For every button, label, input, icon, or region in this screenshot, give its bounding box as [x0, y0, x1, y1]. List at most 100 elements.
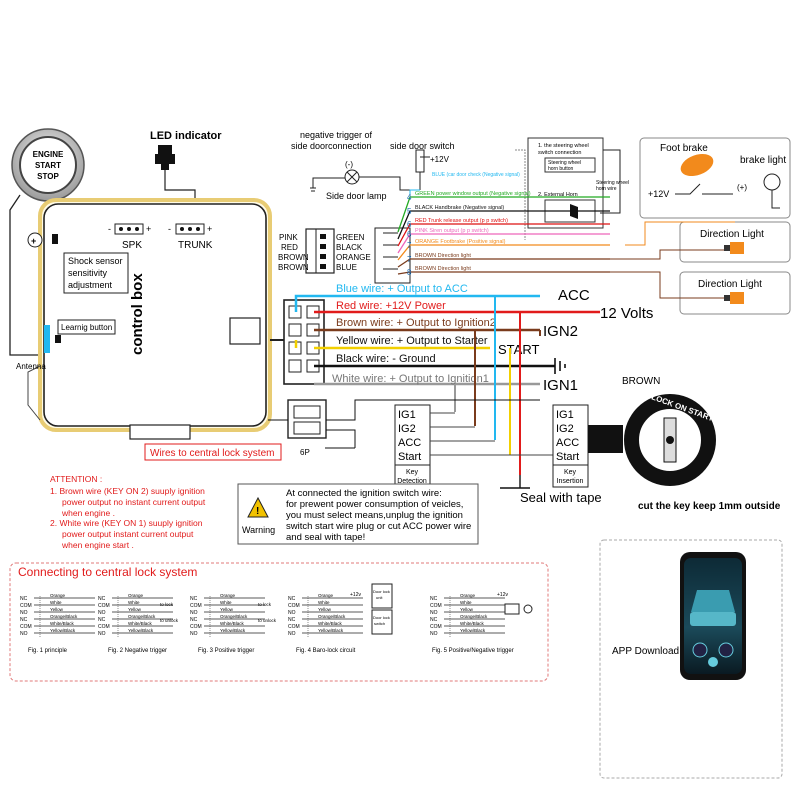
svg-text:IG2: IG2	[398, 423, 416, 435]
svg-text:ACC: ACC	[556, 437, 579, 449]
wire-color-label: Orange/Black	[50, 614, 78, 619]
wire-color-label: White/Black	[318, 621, 343, 626]
wire-color-label: White	[50, 600, 62, 605]
pin-label: NO	[20, 610, 28, 616]
svg-text:+12V: +12V	[430, 155, 450, 164]
wire-color-label: Orange	[318, 593, 334, 598]
warning-box: ! Warning At connected the ignition swit…	[237, 483, 479, 545]
svg-text:GREEN: GREEN	[336, 233, 365, 242]
svg-text:switch connection: switch connection	[538, 150, 581, 156]
side-door-lamp-label: Side door lamp	[326, 191, 387, 201]
black-wire-label: Black wire: - Ground	[336, 353, 436, 365]
ignition-plug	[588, 425, 623, 453]
pin-label: NO	[430, 631, 438, 637]
wire-color-label: White/Black	[50, 621, 75, 626]
svg-text:Steering wheel: Steering wheel	[548, 160, 581, 166]
wire-color-label: Yellow	[50, 607, 64, 612]
learning-button-indicator	[44, 325, 50, 353]
figure-caption: Fig. 1 principle	[28, 648, 68, 654]
svg-text:IG2: IG2	[556, 423, 574, 435]
pin-label: COM	[430, 603, 442, 609]
engine-start-stop-button: ENGINE START STOP	[11, 128, 85, 202]
trunk-label: TRUNK	[178, 240, 213, 251]
svg-text:Door lock: Door lock	[373, 589, 390, 594]
svg-text:BROWN: BROWN	[278, 253, 309, 262]
svg-text:Direction Light: Direction Light	[698, 279, 762, 290]
svg-text:PINK: PINK	[279, 233, 298, 242]
pin-label: NO	[98, 610, 106, 616]
svg-text:-: -	[168, 224, 171, 234]
figure-caption: Fig. 2 Negative trigger	[108, 648, 167, 654]
svg-text:and seal with tape!: and seal with tape!	[286, 532, 365, 543]
control-box-title: control box	[129, 273, 146, 355]
svg-text:for prewent power consumption: for prewent power consumption of veicles…	[286, 499, 463, 510]
harness-wire-label: RED Trunk release output (p p switch)	[415, 218, 508, 224]
wire-color-label: Yellow	[318, 607, 332, 612]
engine-label-1: ENGINE	[33, 150, 64, 159]
power-connector	[283, 299, 325, 385]
svg-text:horn button: horn button	[548, 166, 574, 172]
harness-wire	[397, 233, 610, 254]
pin-label: NO	[288, 631, 296, 637]
door-lock-unit-box	[371, 583, 393, 609]
pin-label: NC	[288, 617, 296, 623]
svg-text:!: !	[256, 506, 259, 517]
direction-light-icon-1	[730, 242, 744, 254]
svg-text:Direction Light: Direction Light	[700, 229, 764, 240]
ign2-label: IGN2	[543, 323, 578, 340]
pin-label: NC	[98, 617, 106, 623]
harness-wire-number: 6	[407, 220, 412, 229]
eight-pin-connector: PINK RED BROWN BROWN GREEN BLACK ORANGE …	[278, 228, 371, 274]
svg-text:Warning: Warning	[242, 525, 275, 535]
wire-color-label: White	[220, 600, 232, 605]
svg-text:(+): (+)	[737, 183, 747, 192]
wire-color-label: Yellow/Black	[220, 628, 246, 633]
svg-text:Steering wheel: Steering wheel	[596, 180, 629, 186]
harness-wire-label: GREEN power window output (Negative sign…	[415, 191, 531, 197]
wire-color-label: Yellow/Black	[50, 628, 76, 633]
direction-light-icon-2	[730, 292, 744, 304]
door-lock-switch-box	[371, 609, 393, 635]
to-unlock-label: to unlock	[160, 618, 179, 623]
svg-text:switch start wire plug or cut: switch start wire plug or cut ACC power …	[286, 521, 471, 532]
six-p-label: 6P	[300, 448, 310, 457]
svg-text:Detection: Detection	[397, 478, 427, 485]
svg-text:+: +	[207, 224, 212, 234]
plus12v-label: +12v	[497, 592, 508, 598]
engine-label-3: STOP	[37, 172, 59, 181]
svg-text:+: +	[31, 236, 36, 246]
harness-wire-number: 8	[407, 268, 412, 277]
svg-text:BLACK: BLACK	[336, 243, 363, 252]
svg-text:+: +	[146, 224, 151, 234]
wire-color-label: Orange	[220, 593, 236, 598]
svg-text:At connected the ignition swit: At connected the ignition switch wire:	[286, 488, 442, 499]
svg-text:IG1: IG1	[398, 409, 416, 421]
svg-text:2. External Horn: 2. External Horn	[538, 192, 578, 198]
svg-text:IG1: IG1	[556, 409, 574, 421]
wire-color-label: Orange	[128, 593, 144, 598]
to-lock-label: to lock	[258, 602, 272, 607]
actuator-icon	[523, 604, 533, 614]
svg-text:2. White wire (KEY ON 1) suup: 2. White wire (KEY ON 1) suuply ignition	[50, 518, 203, 528]
spk-connector: - + SPK	[108, 223, 151, 251]
pin-label: COM	[430, 624, 442, 630]
svg-text:Start: Start	[556, 451, 579, 463]
to-unlock-label: to unlock	[258, 618, 277, 623]
acc-label: ACC	[558, 287, 590, 304]
wire-color-label: White	[128, 600, 140, 605]
wire-color-label: Yellow/Black	[318, 628, 344, 633]
svg-text:when engine .: when engine .	[61, 508, 115, 518]
engine-wire	[9, 194, 42, 356]
svg-text:-: -	[108, 224, 111, 234]
led-indicator-label: LED indicator	[150, 130, 222, 142]
svg-text:sensitivity: sensitivity	[68, 268, 108, 278]
phone-icon	[680, 552, 746, 680]
pin-label: COM	[20, 603, 32, 609]
pin-label: NO	[98, 631, 106, 637]
adjust-knob-icon	[27, 232, 43, 248]
pin-label: NO	[288, 610, 296, 616]
wire-color-label: Orange	[460, 593, 476, 598]
start-label: START	[498, 342, 539, 357]
harness-wire	[397, 210, 610, 240]
wire-color-label: White	[460, 600, 472, 605]
